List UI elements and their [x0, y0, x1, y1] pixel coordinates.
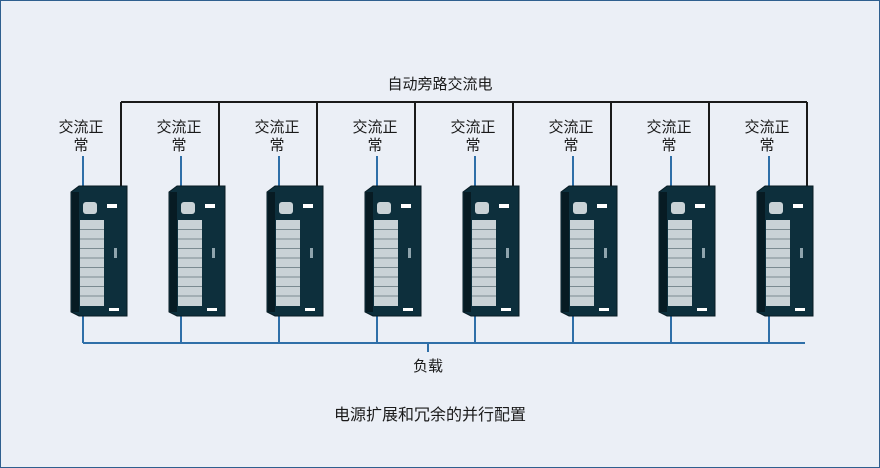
bypass-ac-label: 自动旁路交流电 — [387, 75, 492, 93]
ac-input-label-line2: 常 — [269, 136, 284, 154]
bottom-badge — [501, 308, 511, 311]
cabinet-side — [170, 192, 177, 312]
bottom-badge — [599, 308, 609, 311]
ac-input-label: 交流正 — [646, 118, 691, 136]
ac-input-label-line2: 常 — [73, 136, 88, 154]
diagram-caption: 电源扩展和冗余的并行配置 — [334, 405, 526, 424]
bus-lines — [83, 101, 807, 352]
ac-input-label: 交流正 — [156, 118, 201, 136]
bottom-badge — [403, 308, 413, 311]
cabinet-side — [72, 192, 79, 312]
bottom-badge — [109, 308, 119, 311]
brand-badge — [793, 204, 803, 208]
bottom-badge — [207, 308, 217, 311]
ac-input-label: 交流正 — [744, 118, 789, 136]
brand-badge — [499, 204, 509, 208]
battery-rack — [570, 220, 594, 306]
ac-input-label: 交流正 — [352, 118, 397, 136]
bottom-badge — [305, 308, 315, 311]
door-handle — [506, 248, 509, 258]
door-handle — [408, 248, 411, 258]
cabinet-side — [758, 192, 765, 312]
battery-rack — [668, 220, 692, 306]
battery-rack — [178, 220, 202, 306]
bottom-badge — [697, 308, 707, 311]
cabinet-side — [268, 192, 275, 312]
brand-badge — [597, 204, 607, 208]
battery-rack — [766, 220, 790, 306]
load-label: 负载 — [413, 357, 443, 375]
door-handle — [702, 248, 705, 258]
control-panel — [377, 202, 391, 214]
door-handle — [114, 248, 117, 258]
ac-input-label: 交流正 — [450, 118, 495, 136]
door-handle — [212, 248, 215, 258]
control-panel — [573, 202, 587, 214]
cabinet-side — [562, 192, 569, 312]
battery-rack — [472, 220, 496, 306]
battery-rack — [276, 220, 300, 306]
cabinet-side — [464, 192, 471, 312]
battery-rack — [80, 220, 104, 306]
door-handle — [800, 248, 803, 258]
door-handle — [604, 248, 607, 258]
brand-badge — [303, 204, 313, 208]
control-panel — [279, 202, 293, 214]
cabinet-side — [366, 192, 373, 312]
control-panel — [83, 202, 97, 214]
ac-input-label: 交流正 — [548, 118, 593, 136]
ac-input-label-line2: 常 — [563, 136, 578, 154]
door-handle — [310, 248, 313, 258]
control-panel — [769, 202, 783, 214]
bottom-badge — [795, 308, 805, 311]
brand-badge — [107, 204, 117, 208]
ac-input-label-line2: 常 — [759, 136, 774, 154]
ac-input-label-line2: 常 — [661, 136, 676, 154]
ac-input-label: 交流正 — [58, 118, 103, 136]
brand-badge — [695, 204, 705, 208]
control-panel — [181, 202, 195, 214]
ac-input-label-line2: 常 — [465, 136, 480, 154]
brand-badge — [401, 204, 411, 208]
brand-badge — [205, 204, 215, 208]
ac-input-label: 交流正 — [254, 118, 299, 136]
cabinet-side — [660, 192, 667, 312]
control-panel — [671, 202, 685, 214]
ac-input-label-line2: 常 — [367, 136, 382, 154]
control-panel — [475, 202, 489, 214]
battery-rack — [374, 220, 398, 306]
ac-input-label-line2: 常 — [171, 136, 186, 154]
